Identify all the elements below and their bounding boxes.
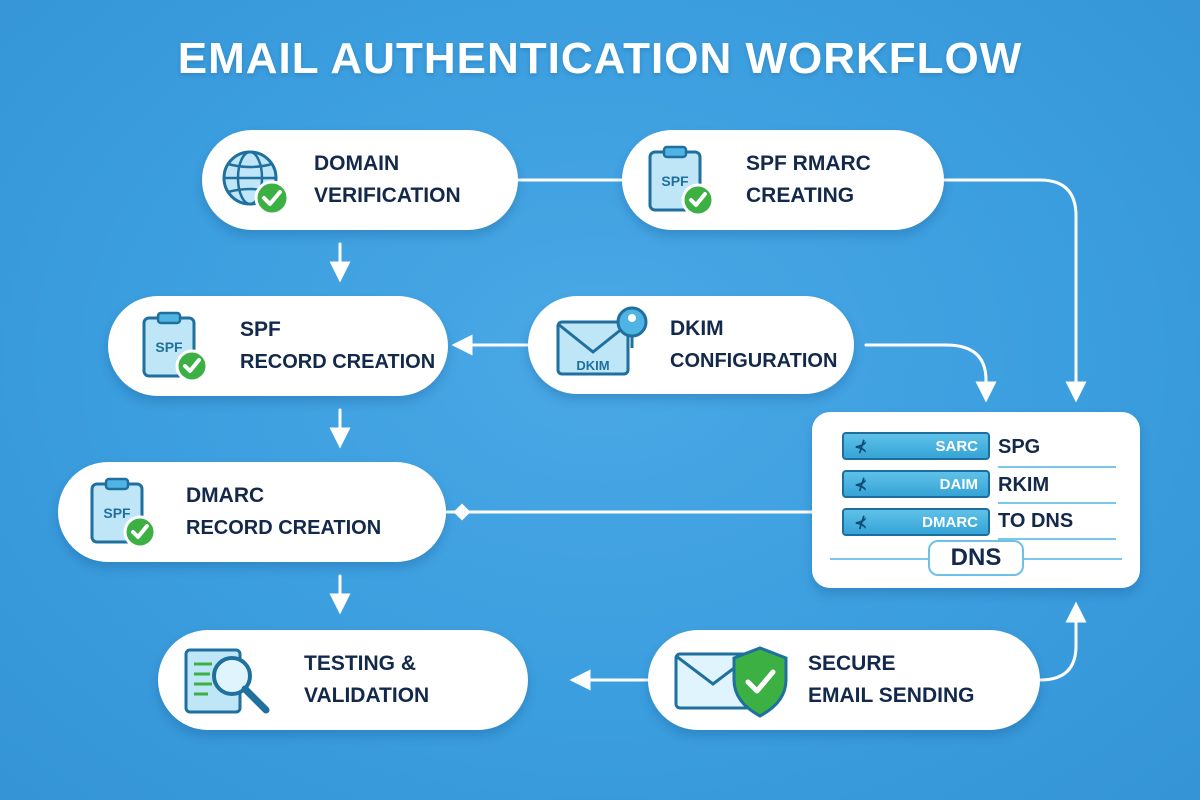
label-line-1: SPF RMARC xyxy=(746,152,871,175)
label-line-1: DMARC xyxy=(186,484,265,507)
label-line-1: DOMAIN xyxy=(314,152,400,175)
magnifier-icon xyxy=(184,648,270,714)
server-label: SARC xyxy=(935,438,978,455)
icon-text: DKIM xyxy=(576,358,609,373)
dns-row-divider xyxy=(998,538,1116,540)
server-label: DMARC xyxy=(922,514,978,531)
label-line-2: VALIDATION xyxy=(304,684,430,707)
server-unit: ⊀ SARC xyxy=(842,432,990,460)
server-stack-icon: ⊀ xyxy=(854,515,868,532)
node-domain-verification[interactable]: DOMAIN VERIFICATION xyxy=(202,130,518,230)
node-dkim-configuration[interactable]: DKIM DKIM CONFIGURATION xyxy=(528,296,854,394)
clipboard-check-icon: SPF xyxy=(90,477,157,549)
label-line-2: CONFIGURATION xyxy=(670,350,838,372)
icon-text: SPF xyxy=(103,505,131,521)
dns-row-divider xyxy=(998,502,1116,504)
server-label: DAIM xyxy=(939,476,978,493)
envelope-shield-icon xyxy=(674,646,788,718)
label-line-2: RECORD CREATION xyxy=(186,517,382,539)
node-label: DMARC RECORD CREATION xyxy=(186,480,381,544)
page-title: EMAIL AUTHENTICATION WORKFLOW xyxy=(177,34,1023,83)
label-line-2: VERIFICATION xyxy=(314,184,461,207)
server-unit: ⊀ DAIM xyxy=(842,470,990,498)
server-unit: ⊀ DMARC xyxy=(842,508,990,536)
envelope-key-icon: DKIM xyxy=(556,306,648,376)
icon-text: SPF xyxy=(155,339,183,355)
dns-panel[interactable]: ⊀ SARC ⊀ DAIM ⊀ DMARC SPG RKIM TO DNS DN… xyxy=(812,412,1140,588)
dns-row: SPG xyxy=(998,436,1041,458)
node-label: DOMAIN VERIFICATION xyxy=(314,148,461,212)
label-line-2: EMAIL SENDING xyxy=(808,684,975,707)
dns-row: TO DNS xyxy=(998,510,1074,532)
label-line-1: DKIM xyxy=(670,317,724,340)
label-line-2: CREATING xyxy=(746,184,855,207)
node-label: SPF RMARC CREATING xyxy=(746,148,871,212)
node-label: TESTING & VALIDATION xyxy=(304,648,429,712)
label-line-1: SPF xyxy=(240,318,281,341)
node-spf-record-creation[interactable]: SPF SPF RECORD CREATION xyxy=(108,296,448,396)
connector-diamond xyxy=(453,503,471,521)
node-label: SPF RECORD CREATION xyxy=(240,314,435,378)
dns-row-divider xyxy=(998,466,1116,468)
clipboard-check-icon: SPF xyxy=(648,145,715,217)
icon-text: SPF xyxy=(661,173,689,189)
connector-secure-dns xyxy=(1038,601,1087,682)
connector-dkim-dns xyxy=(864,343,997,403)
clipboard-check-icon: SPF xyxy=(142,311,209,383)
dns-row: RKIM xyxy=(998,474,1050,496)
connector-spfrmarc-dns xyxy=(942,178,1087,403)
server-stack-icon: ⊀ xyxy=(854,439,868,456)
label-line-1: TESTING & xyxy=(304,652,417,675)
label-line-1: SECURE xyxy=(808,652,896,675)
node-testing-validation[interactable]: TESTING & VALIDATION xyxy=(158,630,528,730)
globe-check-icon xyxy=(222,150,290,216)
node-label: SECURE EMAIL SENDING xyxy=(808,648,974,712)
label-line-2: RECORD CREATION xyxy=(240,351,436,373)
server-stack-icon: ⊀ xyxy=(854,477,868,494)
node-label: DKIM CONFIGURATION xyxy=(670,313,837,377)
node-spf-rmarc-creating[interactable]: SPF SPF RMARC CREATING xyxy=(622,130,944,230)
node-dmarc-record-creation[interactable]: SPF DMARC RECORD CREATION xyxy=(58,462,446,562)
node-secure-email-sending[interactable]: SECURE EMAIL SENDING xyxy=(648,630,1040,730)
dns-badge: DNS xyxy=(928,540,1024,576)
